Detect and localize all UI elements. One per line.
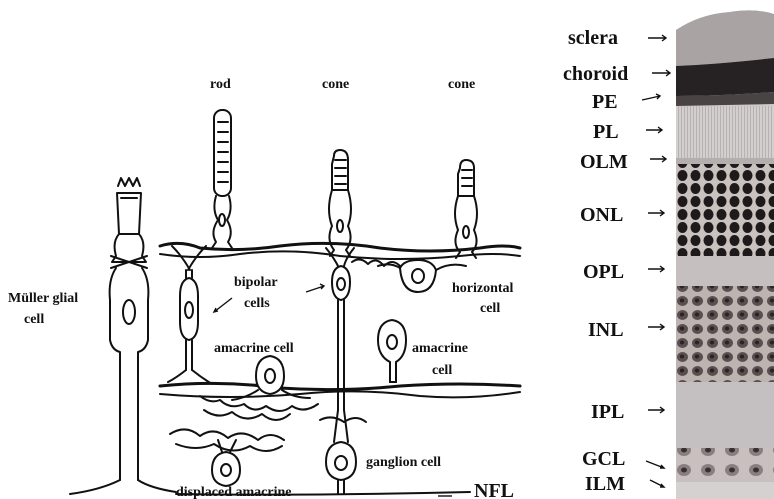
amacrine-cell-right [378,320,406,382]
retina-drawing [70,110,520,496]
cone-cell-2 [455,160,477,258]
layer-label-gcl: GCL [582,448,625,470]
histo-gcl [676,448,774,482]
histo-ilm [676,482,774,499]
bipolar-cell-2 [326,248,354,410]
layer-label-opl: OPL [583,261,624,283]
bipolar-arrow-left [214,298,232,312]
displaced-amacrine-cell [212,440,240,486]
layer-label-onl: ONL [580,204,623,226]
layer-label-pl: PL [593,121,619,143]
label-muller-line-1: Müller glial [8,291,78,306]
label-amacrine-left: amacrine cell [214,341,294,356]
layer-label-ipl: IPL [591,401,624,423]
ipl-band [160,383,520,451]
layer-label-sclera: sclera [568,27,618,49]
histo-opl [676,256,774,286]
label-displaced-amacrine: displaced amacrine [176,485,292,499]
rod-cell [212,110,232,248]
label-bipolar-line-2: cells [244,296,270,311]
histo-onl [676,164,774,256]
histo-pl [676,106,774,158]
layer-labels: sclera choroid PE PL OLM ONL OPL INL IPL… [563,27,628,495]
label-cone-1: cone [322,77,349,92]
label-horizontal-line-2: cell [480,301,500,316]
layer-label-ilm: ILM [585,473,625,495]
ganglion-cell [326,410,356,494]
layer-arrows [642,35,670,487]
label-nfl: NFL [474,480,514,499]
histology-image [676,10,774,499]
histo-inl [676,286,774,382]
label-bipolar-line-1: bipolar [234,275,278,290]
layer-label-choroid: choroid [563,63,628,85]
label-horizontal-line-1: horizontal [452,281,514,296]
label-muller-line-2: cell [24,312,44,327]
label-rod: rod [210,77,231,92]
diagram-labels: rod cone cone Müller glial cell bipolar … [8,77,514,499]
layer-label-inl: INL [588,319,624,341]
layer-label-pe: PE [592,91,618,113]
label-amacrine-right-line-1: amacrine [412,341,468,356]
layer-label-olm: OLM [580,151,628,173]
opl-band [160,243,520,266]
muller-glial-cell [70,178,176,494]
histo-ipl [676,382,774,448]
bipolar-arrow-right [306,284,324,292]
label-ganglion: ganglion cell [366,455,441,470]
cone-cell-1 [329,150,351,256]
bipolar-cell-1 [168,246,212,384]
label-cone-2: cone [448,77,475,92]
histo-sclera [676,10,774,66]
label-amacrine-right-line-2: cell [432,363,452,378]
